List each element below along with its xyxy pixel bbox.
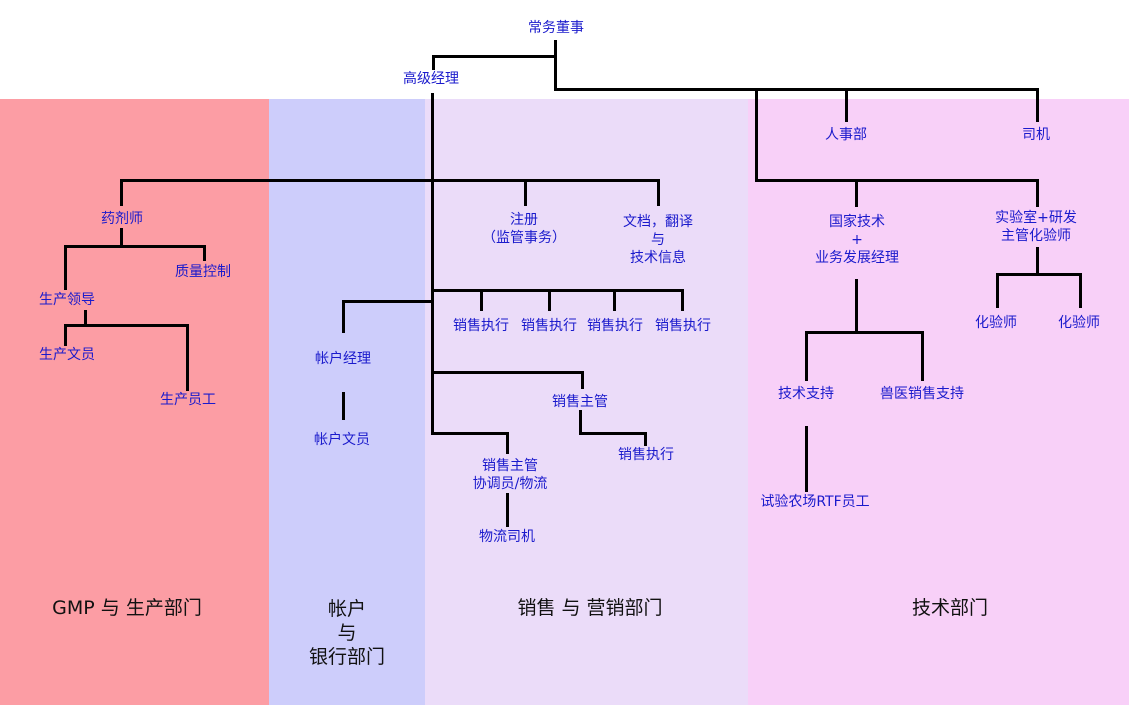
connector-line — [186, 324, 189, 391]
managing-director-node: 常务董事 — [528, 20, 584, 36]
connector-line — [432, 55, 435, 70]
connector-line — [524, 179, 527, 206]
tech-support-node: 技术支持 — [778, 386, 834, 402]
connector-line — [657, 179, 660, 206]
connector-line — [506, 493, 509, 527]
driver-node: 司机 — [1022, 127, 1050, 143]
quality-control-node: 质量控制 — [175, 264, 231, 280]
pharmacist-node: 药剂师 — [101, 211, 143, 227]
coordinator-line2: 协调员/物流 — [472, 476, 548, 492]
registration-line1: 注册 — [510, 212, 538, 228]
sales-coordinator-node: 销售主管 协调员/物流 — [473, 457, 548, 493]
connector-line — [64, 324, 189, 327]
connector-line — [921, 331, 924, 381]
connector-line — [120, 228, 123, 248]
coordinator-line1: 销售主管 — [482, 458, 538, 474]
connector-line — [64, 324, 67, 346]
connector-line — [432, 55, 557, 58]
connector-line — [431, 93, 434, 435]
sales-exec-node-2: 销售执行 — [521, 318, 577, 334]
connector-line — [480, 289, 483, 311]
connector-line — [579, 410, 582, 435]
vet-sales-support-node: 兽医销售支持 — [880, 386, 964, 402]
connector-line — [342, 392, 345, 420]
account-manager-node: 帐户经理 — [315, 351, 371, 367]
account-clerk-node: 帐户文员 — [314, 432, 370, 448]
accounts-dept-line1: 帐户 — [327, 598, 367, 620]
registration-line2: （监管事务） — [482, 230, 566, 246]
accounts-department-name: 帐户 与 银行部门 — [309, 597, 385, 669]
logistics-driver-node: 物流司机 — [479, 529, 535, 545]
connector-line — [1036, 179, 1039, 207]
connector-line — [120, 179, 660, 182]
accounts-department-band — [269, 99, 425, 705]
sales-department-name: 销售 与 营销部门 — [517, 597, 663, 619]
connector-line — [613, 289, 616, 311]
gmp-department-name: GMP 与 生产部门 — [52, 597, 202, 619]
tech-department-name: 技术部门 — [911, 597, 989, 619]
senior-manager-node: 高级经理 — [403, 71, 459, 87]
connector-line — [644, 432, 647, 446]
connector-line — [548, 289, 551, 311]
connector-line — [203, 245, 206, 261]
connector-line — [855, 279, 858, 334]
connector-line — [681, 289, 684, 311]
chemist-node-2: 化验师 — [1058, 315, 1100, 331]
connector-line — [431, 432, 509, 435]
supervisor-exec-node: 销售执行 — [618, 447, 674, 463]
connector-line — [342, 300, 345, 333]
connector-line — [996, 273, 1082, 276]
connector-line — [805, 426, 808, 492]
connector-line — [431, 371, 584, 374]
lab-line2: 主管化验师 — [1000, 228, 1071, 244]
docs-translation-node: 文档，翻译 与 技术信息 — [623, 213, 693, 267]
connector-line — [805, 331, 808, 381]
production-clerk-node: 生产文员 — [39, 347, 95, 363]
lab-line1: 实验室+研发 — [995, 210, 1077, 226]
registration-node: 注册 （监管事务） — [482, 211, 566, 247]
connector-line — [431, 289, 684, 292]
chemist-node-1: 化验师 — [975, 315, 1017, 331]
connector-line — [64, 245, 67, 290]
connector-line — [84, 310, 87, 327]
farm-staff-node: 试验农场RTF员工 — [760, 494, 870, 510]
production-lead-node: 生产领导 — [39, 292, 95, 308]
connector-line — [581, 371, 584, 389]
connector-line — [64, 245, 206, 248]
docs-line3: 技术信息 — [630, 250, 686, 266]
docs-line2: 与 — [651, 232, 665, 248]
connector-line — [805, 331, 924, 334]
gmp-department-band — [0, 99, 269, 705]
hr-department-node: 人事部 — [825, 127, 867, 143]
connector-line — [120, 179, 123, 206]
connector-line — [342, 300, 434, 303]
docs-line1: 文档，翻译 — [623, 214, 693, 230]
accounts-dept-line3: 银行部门 — [308, 646, 386, 668]
connector-line — [996, 273, 999, 308]
connector-line — [1036, 247, 1039, 276]
national-line2: + — [851, 232, 863, 248]
sales-exec-node-3: 销售执行 — [587, 318, 643, 334]
sales-exec-node-4: 销售执行 — [655, 318, 711, 334]
connector-line — [554, 40, 557, 91]
tech-department-band — [748, 99, 1129, 705]
production-staff-node: 生产员工 — [160, 392, 216, 408]
connector-line — [755, 179, 1039, 182]
lab-supervisor-node: 实验室+研发 主管化验师 — [995, 209, 1077, 245]
connector-line — [855, 179, 858, 207]
national-line3: 业务发展经理 — [815, 250, 899, 266]
connector-line — [1036, 88, 1039, 122]
national-tech-manager-node: 国家技术 + 业务发展经理 — [815, 213, 899, 267]
connector-line — [554, 88, 1039, 91]
connector-line — [506, 432, 509, 454]
national-line1: 国家技术 — [829, 214, 885, 230]
connector-line — [845, 88, 848, 122]
connector-line — [579, 432, 647, 435]
sales-department-band — [425, 99, 748, 705]
sales-exec-node-1: 销售执行 — [453, 318, 509, 334]
accounts-dept-line2: 与 — [337, 622, 357, 644]
connector-line — [1079, 273, 1082, 308]
connector-line — [755, 88, 758, 182]
sales-supervisor-node: 销售主管 — [552, 394, 608, 410]
